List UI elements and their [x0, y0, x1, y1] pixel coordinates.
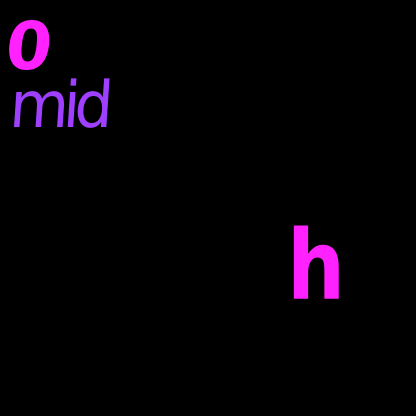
- handwritten-h: h: [287, 210, 346, 322]
- handwritten-mid: mid: [7, 69, 110, 143]
